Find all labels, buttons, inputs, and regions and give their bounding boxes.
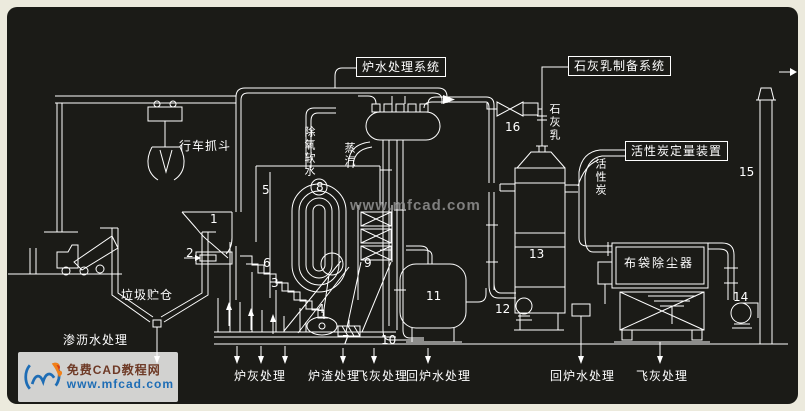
label-return-boiler-water-right: 回炉水处理 bbox=[550, 369, 616, 383]
callout-14: 14 bbox=[733, 290, 749, 304]
label-slag-treatment: 炉渣处理 bbox=[308, 369, 361, 383]
flow-arrows bbox=[154, 68, 797, 364]
deaerator-tank bbox=[399, 263, 467, 343]
callout-7: 7 bbox=[342, 333, 350, 347]
callout-10: 10 bbox=[381, 333, 397, 347]
crane-runway bbox=[8, 95, 236, 275]
label-activated-carbon: 活性炭 bbox=[594, 158, 606, 197]
ash-conveyor-unit bbox=[337, 320, 361, 337]
logo-site-url: www.mfcad.com bbox=[66, 377, 174, 391]
mfcad-logo-box: 免费CAD教程网 www.mfcad.com bbox=[18, 352, 178, 402]
label-lime-milk-prep-system: 石灰乳制备系统 bbox=[568, 56, 672, 76]
label-deaerated-soft-water: 除氧软水 bbox=[303, 126, 315, 178]
steam-drum bbox=[310, 178, 328, 196]
callout-12: 12 bbox=[495, 302, 511, 316]
grab-bucket bbox=[147, 146, 185, 181]
label-boiler-water-system: 炉水处理系统 bbox=[356, 57, 447, 77]
callout-9: 9 bbox=[364, 256, 372, 270]
feed-hopper bbox=[181, 211, 233, 259]
callout-13: 13 bbox=[529, 247, 545, 261]
label-leachate-treatment: 渗沥水处理 bbox=[63, 333, 129, 347]
lower-drum bbox=[320, 252, 344, 276]
callout-4: 4 bbox=[317, 302, 325, 316]
furnace-walls bbox=[214, 165, 788, 345]
ram-feeder bbox=[184, 251, 233, 265]
waste-truck bbox=[56, 235, 119, 276]
callout-5: 5 bbox=[262, 183, 270, 197]
economizer bbox=[345, 205, 393, 333]
callout-1: 1 bbox=[210, 212, 218, 226]
label-return-boiler-water-left: 回炉水处理 bbox=[406, 369, 472, 383]
label-furnace-ash-treatment: 炉灰处理 bbox=[234, 369, 287, 383]
crane-trolley bbox=[147, 100, 183, 147]
site-watermark: www.mfcad.com bbox=[350, 197, 481, 214]
callout-2: 2 bbox=[186, 246, 194, 260]
recirculation-pump bbox=[515, 297, 533, 321]
induced-draft-fan bbox=[730, 302, 759, 329]
callout-8: 8 bbox=[316, 180, 324, 194]
callout-6: 6 bbox=[263, 256, 271, 270]
slag-extinguisher bbox=[306, 316, 338, 336]
label-bag-filter: 布袋除尘器 bbox=[624, 256, 695, 270]
callout-15: 15 bbox=[739, 165, 755, 179]
label-waste-bunker: 垃圾贮仓 bbox=[121, 288, 174, 302]
boiler-tube-loops bbox=[283, 183, 350, 334]
waste-bunker-pit bbox=[100, 227, 216, 328]
callout-3: 3 bbox=[271, 276, 279, 290]
label-fly-ash-treatment-right: 飞灰处理 bbox=[636, 369, 689, 383]
steam-ejector bbox=[486, 101, 542, 117]
pipework bbox=[235, 66, 738, 344]
bag-filter-housing bbox=[571, 242, 710, 343]
label-activated-carbon-doser: 活性炭定量装置 bbox=[625, 141, 729, 161]
logo-site-name: 免费CAD教程网 bbox=[66, 363, 161, 377]
stack bbox=[756, 87, 776, 344]
label-fly-ash-treatment-left: 飞灰处理 bbox=[356, 369, 409, 383]
callout-11: 11 bbox=[426, 289, 442, 303]
callout-16: 16 bbox=[505, 120, 521, 134]
label-crane-grab: 行车抓斗 bbox=[179, 139, 232, 153]
label-lime-milk: 石灰乳 bbox=[548, 103, 560, 142]
label-steam: 蒸汽 bbox=[343, 142, 355, 168]
mfcad-logo-icon bbox=[24, 362, 63, 390]
